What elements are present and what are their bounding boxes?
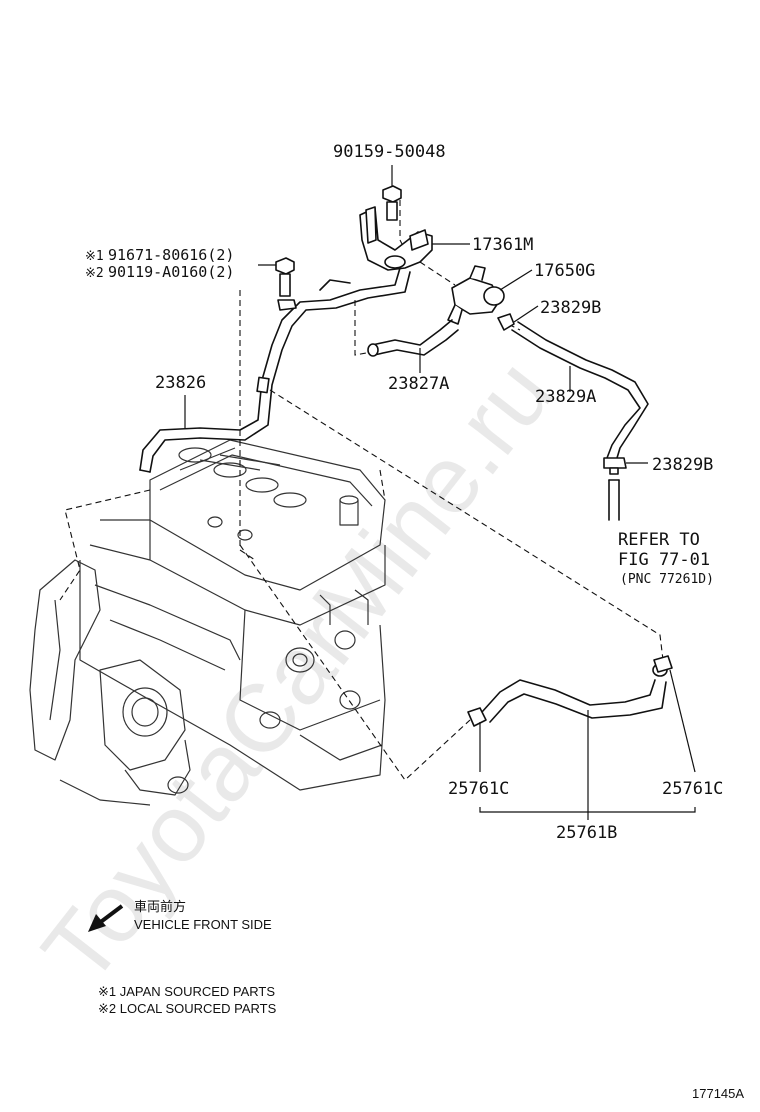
front-label-en: VEHICLE FRONT SIDE <box>134 917 272 932</box>
bracket-17361m-icon <box>359 206 433 271</box>
hose-23827a <box>367 319 459 357</box>
label-91671-80616: 91671-80616(2) <box>108 246 234 264</box>
hose-23829a <box>511 321 649 459</box>
label-23827a: 23827A <box>388 374 449 394</box>
label-23829a: 23829A <box>535 387 596 407</box>
bolt-left-icon <box>275 257 297 311</box>
pipe-23826 <box>139 267 411 473</box>
hose-25761b <box>481 663 668 723</box>
label-90159-50048: 90159-50048 <box>333 142 446 162</box>
label-90119-a0160: 90119-A0160(2) <box>108 263 234 281</box>
refer-line-1: REFER TO <box>618 530 700 550</box>
note-japan-sourced: ※1 JAPAN SOURCED PARTS <box>98 984 275 999</box>
label-25761c-left: 25761C <box>448 779 509 799</box>
label-23829b-upper: 23829B <box>540 298 601 318</box>
engine-illustration <box>29 439 386 806</box>
vsv-17650g-icon <box>447 265 505 325</box>
label-25761b: 25761B <box>556 823 617 843</box>
figure-id: 177145A <box>692 1086 744 1101</box>
note-local-sourced: ※2 LOCAL SOURCED PARTS <box>98 1001 277 1016</box>
refer-pipe-stub <box>608 479 620 521</box>
refer-line-3: (PNC 77261D) <box>620 572 714 587</box>
clip-23829b-upper-icon <box>497 313 515 331</box>
clamp-25761c-left-icon <box>467 707 487 727</box>
front-label-jp: 車両前方 <box>134 899 186 914</box>
refer-line-2: FIG 77-01 <box>618 550 710 570</box>
mark-2: ※2 <box>85 266 104 281</box>
label-23829b-lower: 23829B <box>652 455 713 475</box>
label-17650g: 17650G <box>534 261 595 281</box>
front-direction-arrow-icon <box>88 904 124 932</box>
clamp-25761c-right-icon <box>653 655 673 673</box>
mark-1: ※1 <box>85 249 104 264</box>
leader-lines <box>184 165 696 820</box>
label-25761c-right: 25761C <box>662 779 723 799</box>
bolt-90159-icon <box>382 185 402 221</box>
label-23826: 23826 <box>155 373 206 393</box>
label-17361m: 17361M <box>472 235 533 255</box>
clip-23829b-lower-icon <box>603 457 627 475</box>
